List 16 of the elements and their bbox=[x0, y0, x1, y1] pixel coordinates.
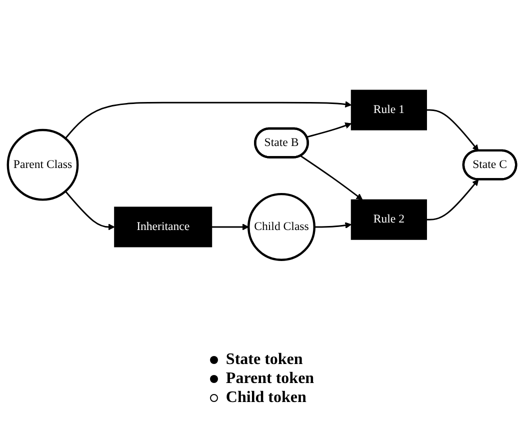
arrow bbox=[314, 222, 352, 229]
legend-text: Child token bbox=[226, 389, 306, 407]
arrow bbox=[300, 155, 363, 200]
legend-text: Parent token bbox=[226, 370, 314, 388]
node-circle: Parent Class bbox=[6, 128, 79, 201]
node-circle: Child Class bbox=[248, 192, 316, 261]
arrow bbox=[306, 122, 352, 138]
arrow bbox=[426, 179, 479, 220]
arrow bbox=[64, 190, 115, 230]
node-box: Inheritance bbox=[114, 206, 212, 248]
node-box: Rule 1 bbox=[350, 90, 427, 130]
arrow bbox=[212, 224, 249, 230]
arrow bbox=[426, 109, 479, 152]
node-box: Rule 2 bbox=[350, 199, 427, 240]
legend-text: State token bbox=[226, 351, 303, 369]
arrow bbox=[64, 101, 352, 139]
